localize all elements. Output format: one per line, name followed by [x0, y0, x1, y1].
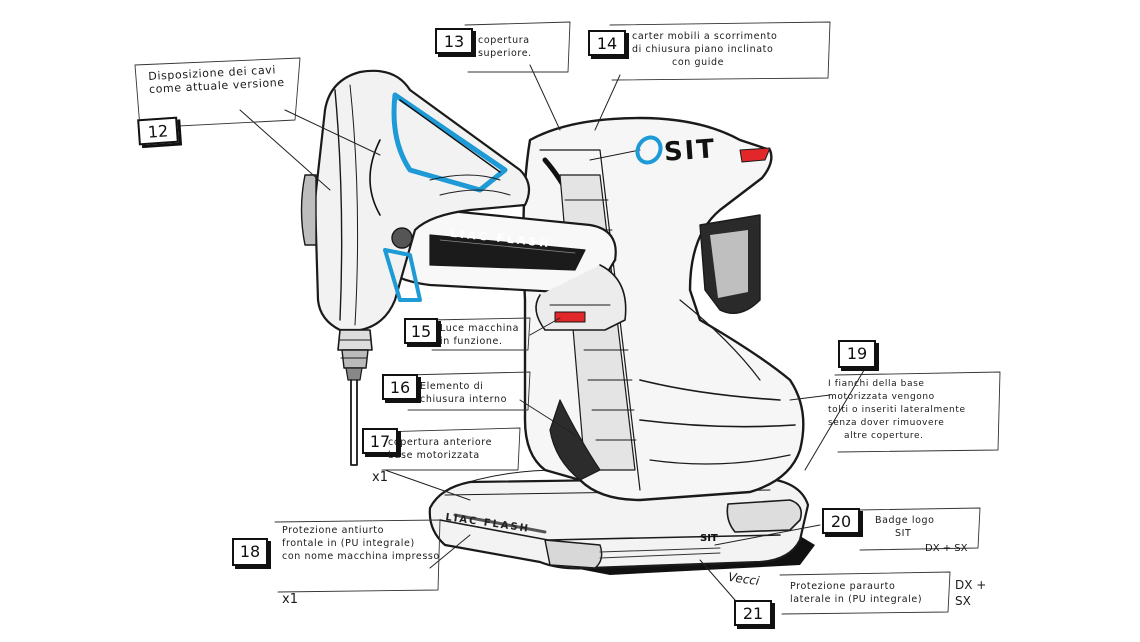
qty-21-a: DX + [955, 578, 987, 592]
arm-assembly [378, 208, 627, 331]
callout-badge-12: 12 [137, 116, 179, 146]
label-frames [134, 21, 1001, 615]
qty-18: x1 [282, 592, 298, 607]
head-unit [300, 69, 531, 332]
qty-20: DX + SX [925, 543, 968, 554]
motorized-base [428, 469, 810, 570]
qty-21-b: SX [955, 594, 971, 608]
callout-badge-16: 16 [382, 374, 418, 400]
qty-17: x1 [372, 470, 388, 485]
callout-badge-15: 15 [404, 318, 438, 344]
callout-badge-21: 21 [734, 600, 772, 626]
tool-spindle [337, 329, 373, 466]
callout-badge-18: 18 [232, 538, 268, 566]
main-body [522, 116, 805, 502]
callout-badge-19: 19 [838, 340, 876, 368]
callout-badge-20: 20 [822, 508, 860, 534]
leader-lines [239, 64, 871, 601]
callout-badge-14: 14 [588, 30, 626, 56]
callout-badge-13: 13 [435, 28, 473, 54]
sit-logo-text: SIT [663, 134, 718, 168]
callout-badge-17: 17 [362, 428, 398, 454]
base-logo: SIT [700, 533, 718, 544]
